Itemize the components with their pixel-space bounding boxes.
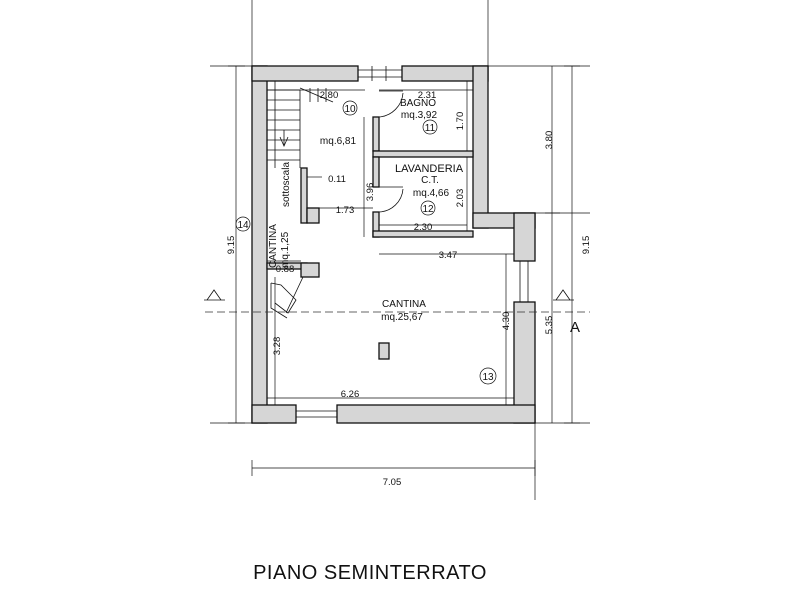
dim-label: 1.70 (455, 112, 466, 131)
top-window (358, 66, 402, 81)
room-lavanderia-name: LAVANDERIA (395, 163, 464, 175)
dim-label: 9.15 (581, 236, 592, 255)
room-number-circle (422, 119, 438, 135)
dim-label: 3.96 (365, 183, 376, 202)
page-title: PIANO SEMINTERRATO (253, 562, 487, 584)
room-lavanderia-area: mq.4,66 (413, 188, 450, 199)
room-lavanderia-name2: C.T. (421, 175, 439, 186)
room-bagno-area: mq.3,92 (401, 110, 438, 121)
room-number-circle (420, 200, 436, 216)
interior-walls (266, 116, 474, 278)
room-number-circle (479, 367, 497, 385)
room-lavanderia-number: 12 (422, 204, 434, 215)
room-bagno-name: BAGNO (400, 98, 436, 109)
room-10-area: mq.6,81 (320, 136, 357, 147)
dim-label: 2.30 (414, 222, 433, 233)
room-14-number: 14 (237, 220, 249, 231)
dim-label: 4.30 (501, 312, 512, 331)
dim-label: 3.80 (544, 131, 555, 150)
dim-label: 2.31 (418, 90, 437, 101)
dimension-lines (210, 0, 590, 500)
dim-label: 2.03 (455, 189, 466, 208)
room-cantina-small-area: mq.1,25 (280, 231, 291, 268)
dim-label: 2.80 (320, 90, 339, 101)
room-number-circle (235, 216, 251, 232)
pillar (378, 342, 390, 360)
dim-label: 6.26 (341, 389, 360, 400)
bottom-window (296, 410, 337, 418)
dim-label: 3.47 (439, 250, 458, 261)
dim-label: 0.11 (328, 174, 346, 185)
room-bagno-number: 11 (425, 123, 436, 134)
room-number-circle (342, 100, 358, 116)
section-marker-label: A (570, 319, 580, 336)
stair-landing (270, 276, 304, 319)
outer-walls (251, 65, 536, 424)
dim-label: 0.88 (276, 264, 295, 275)
dim-label: 9.15 (226, 236, 237, 255)
room-sottoscala-label: sottoscala (281, 162, 292, 207)
dim-label: 1.73 (336, 205, 355, 216)
dim-label: 5.35 (544, 316, 555, 335)
dim-label: 3.28 (272, 337, 283, 356)
section-marker-left (204, 289, 225, 301)
lavanderia-door (378, 186, 404, 213)
room-13-number: 13 (482, 372, 494, 383)
right-window (519, 261, 529, 302)
room-cantina-small-name: CANTINA (268, 224, 279, 268)
section-marker-right (553, 289, 574, 301)
dim-label: 7.05 (383, 477, 402, 488)
room-10-number: 10 (344, 104, 356, 115)
room-cantina-area: mq.25,67 (381, 312, 423, 323)
room-cantina-name: CANTINA (382, 299, 426, 310)
bagno-door (378, 90, 404, 118)
